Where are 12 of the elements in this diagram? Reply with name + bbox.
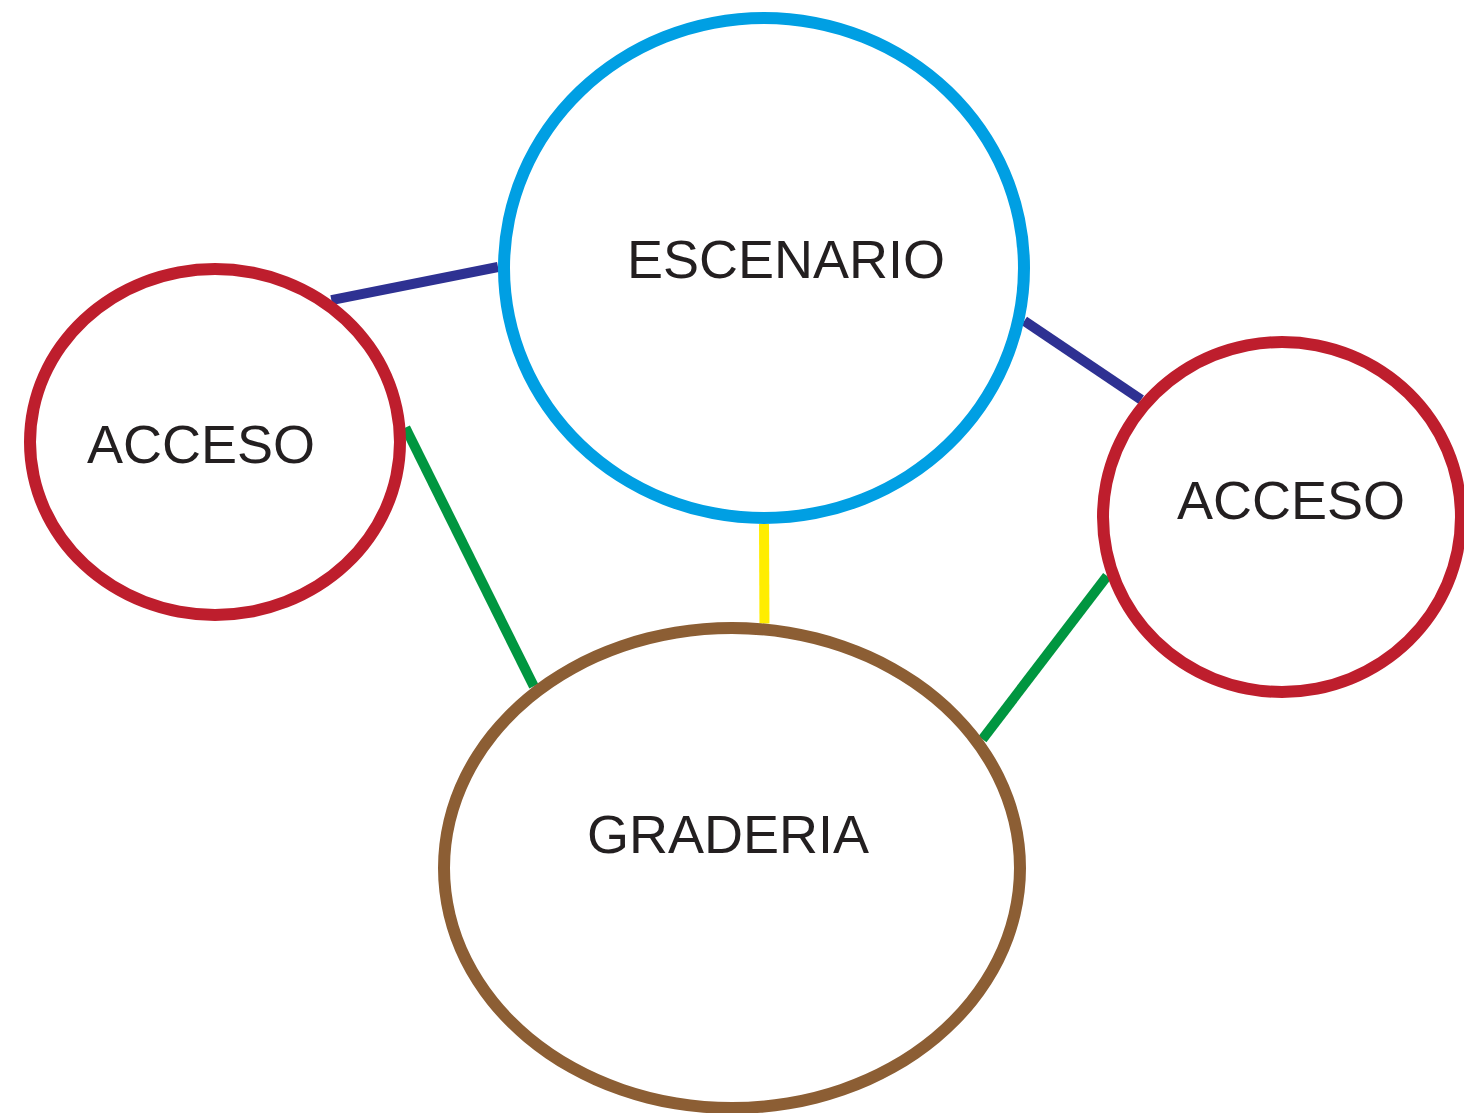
- connector-line: [1021, 316, 1144, 404]
- ellipse-node: [24, 263, 406, 621]
- node-label: ESCENARIO: [626, 228, 946, 290]
- node-label: ACCESO: [1176, 469, 1406, 531]
- ellipse-node: [438, 622, 1026, 1113]
- connector-line: [330, 262, 499, 305]
- connector-line: [978, 572, 1112, 743]
- ellipse-node: [498, 12, 1030, 524]
- connector-line: [759, 524, 770, 624]
- node-label: GRADERIA: [586, 803, 870, 865]
- node-label: ACCESO: [86, 413, 316, 475]
- ellipse-node: [1097, 336, 1464, 698]
